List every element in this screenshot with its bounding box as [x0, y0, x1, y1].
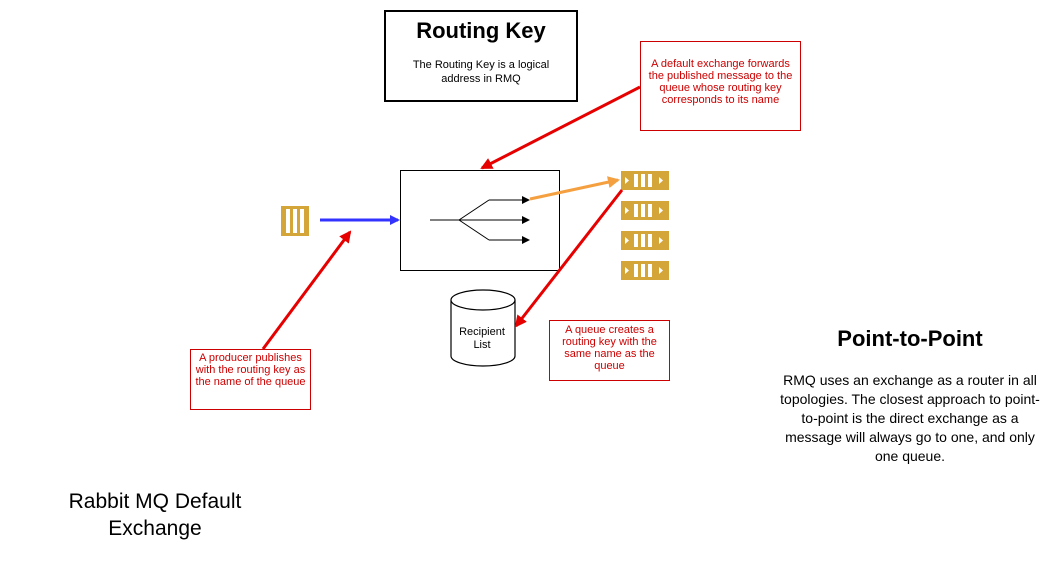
queue-icon — [621, 261, 669, 280]
recipient-list-label: Recipient List — [459, 326, 505, 351]
diagram-caption: Rabbit MQ Default Exchange — [68, 490, 242, 540]
message-icon — [281, 206, 309, 236]
exchange-box — [400, 170, 560, 271]
routing-key-title: Routing Key — [416, 18, 546, 43]
point-to-point-title: Point-to-Point — [837, 326, 983, 351]
routing-key-description: The Routing Key is a logical address in … — [412, 59, 550, 85]
router-icon — [430, 196, 530, 244]
queue-icon — [621, 231, 669, 250]
point-to-point-description: RMQ uses an exchange as a router in all … — [780, 372, 1040, 464]
routed-message-arrow — [529, 176, 620, 201]
queue-icon — [621, 171, 669, 190]
producer-note: A producer publishes with the routing ke… — [190, 349, 311, 410]
queue-to-list-arrow — [514, 189, 624, 328]
queue-routing-key-note: A queue creates a routing key with the s… — [549, 320, 670, 381]
queue-icon — [621, 201, 669, 220]
producer-note-arrow — [261, 230, 352, 350]
routing-key-box: Routing Key The Routing Key is a logical… — [384, 10, 578, 102]
database-cylinder-icon — [450, 289, 516, 367]
default-exchange-note: A default exchange forwards the publishe… — [640, 41, 801, 131]
default-exchange-arrow — [480, 85, 641, 170]
